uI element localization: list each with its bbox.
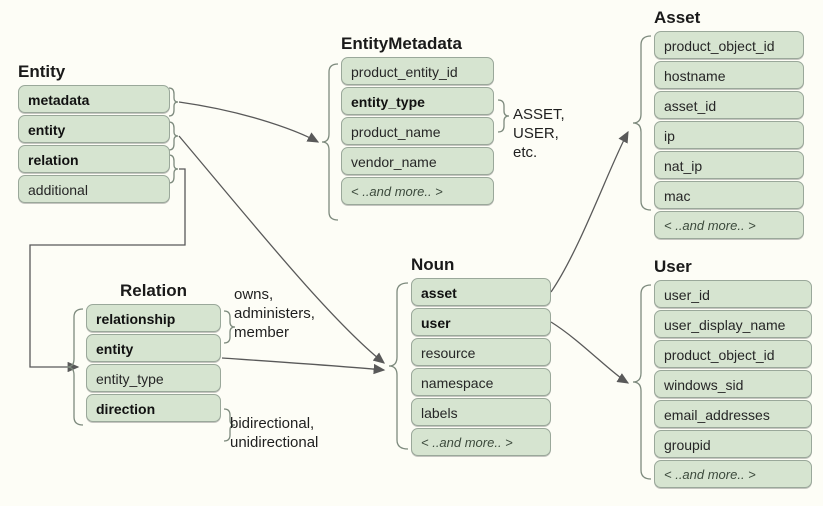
group-noun-fields: asset user resource namespace labels < .… — [411, 278, 551, 456]
brace-entity-entity-row — [168, 121, 179, 151]
field-asset-asset-id[interactable]: asset_id — [654, 91, 804, 119]
field-em-product-entity-id[interactable]: product_entity_id — [341, 57, 494, 85]
brace-entitymetadata-left — [321, 63, 339, 221]
field-entity-entity[interactable]: entity — [18, 115, 170, 143]
field-user-windows-sid[interactable]: windows_sid — [654, 370, 812, 398]
brace-asset-left — [632, 35, 652, 211]
group-relation-fields: relationship entity entity_type directio… — [86, 304, 221, 422]
field-noun-asset[interactable]: asset — [411, 278, 551, 306]
field-user-product-object-id[interactable]: product_object_id — [654, 340, 812, 368]
group-entity-fields: metadata entity relation additional — [18, 85, 170, 203]
group-user-fields: user_id user_display_name product_object… — [654, 280, 812, 488]
annotation-direction-values: bidirectional, unidirectional — [230, 415, 319, 451]
field-relation-direction[interactable]: direction — [86, 394, 221, 422]
field-asset-nat-ip[interactable]: nat_ip — [654, 151, 804, 179]
group-asset-title: Asset — [654, 8, 701, 27]
field-em-entity-type[interactable]: entity_type — [341, 87, 494, 115]
field-entity-metadata[interactable]: metadata — [18, 85, 170, 113]
field-user-groupid[interactable]: groupid — [654, 430, 812, 458]
field-asset-ip[interactable]: ip — [654, 121, 804, 149]
field-noun-user[interactable]: user — [411, 308, 551, 336]
field-em-product-name[interactable]: product_name — [341, 117, 494, 145]
field-relation-relationship[interactable]: relationship — [86, 304, 221, 332]
field-em-and-more[interactable]: < ..and more.. > — [341, 177, 494, 205]
group-user: User user_id user_display_name product_o… — [654, 257, 812, 488]
group-entity-metadata-title: EntityMetadata — [341, 34, 462, 53]
field-user-user-id[interactable]: user_id — [654, 280, 812, 308]
group-asset-fields: product_object_id hostname asset_id ip n… — [654, 31, 804, 239]
field-user-and-more[interactable]: < ..and more.. > — [654, 460, 812, 488]
group-noun: Noun asset user resource namespace label… — [411, 255, 551, 456]
brace-relation-left — [66, 308, 84, 426]
connector-noun-user-to-user — [550, 321, 630, 384]
group-relation: Relation relationship entity entity_type… — [86, 281, 221, 422]
field-asset-mac[interactable]: mac — [654, 181, 804, 209]
field-asset-product-object-id[interactable]: product_object_id — [654, 31, 804, 59]
field-entity-additional[interactable]: additional — [18, 175, 170, 203]
field-user-display-name[interactable]: user_display_name — [654, 310, 812, 338]
field-em-vendor-name[interactable]: vendor_name — [341, 147, 494, 175]
brace-noun-left — [388, 282, 409, 450]
group-entity: Entity metadata entity relation addition… — [18, 62, 170, 203]
brace-entity-type-values — [497, 99, 510, 133]
field-noun-resource[interactable]: resource — [411, 338, 551, 366]
annotation-entity-type-values: ASSET, USER, etc. — [513, 106, 565, 161]
field-noun-namespace[interactable]: namespace — [411, 368, 551, 396]
field-noun-labels[interactable]: labels — [411, 398, 551, 426]
field-user-email-addresses[interactable]: email_addresses — [654, 400, 812, 428]
group-entity-metadata: EntityMetadata product_entity_id entity_… — [341, 34, 494, 205]
field-relation-entity-type[interactable]: entity_type — [86, 364, 221, 392]
group-user-title: User — [654, 257, 692, 276]
group-relation-title: Relation — [119, 281, 188, 300]
brace-entity-relation-row — [168, 154, 179, 184]
group-asset: Asset product_object_id hostname asset_i… — [654, 8, 804, 239]
connector-relation-entity-to-noun — [221, 357, 386, 375]
field-asset-and-more[interactable]: < ..and more.. > — [654, 211, 804, 239]
connector-metadata-to-entitymetadata — [178, 101, 320, 143]
field-relation-entity[interactable]: entity — [86, 334, 221, 362]
brace-entity-metadata-row — [168, 87, 179, 117]
brace-user-left — [632, 284, 652, 480]
field-asset-hostname[interactable]: hostname — [654, 61, 804, 89]
group-entity-title: Entity — [18, 62, 66, 81]
group-noun-title: Noun — [411, 255, 455, 274]
annotation-relationship-values: owns, administers, member — [234, 286, 315, 341]
field-entity-relation[interactable]: relation — [18, 145, 170, 173]
group-entity-metadata-fields: product_entity_id entity_type product_na… — [341, 57, 494, 205]
field-noun-and-more[interactable]: < ..and more.. > — [411, 428, 551, 456]
